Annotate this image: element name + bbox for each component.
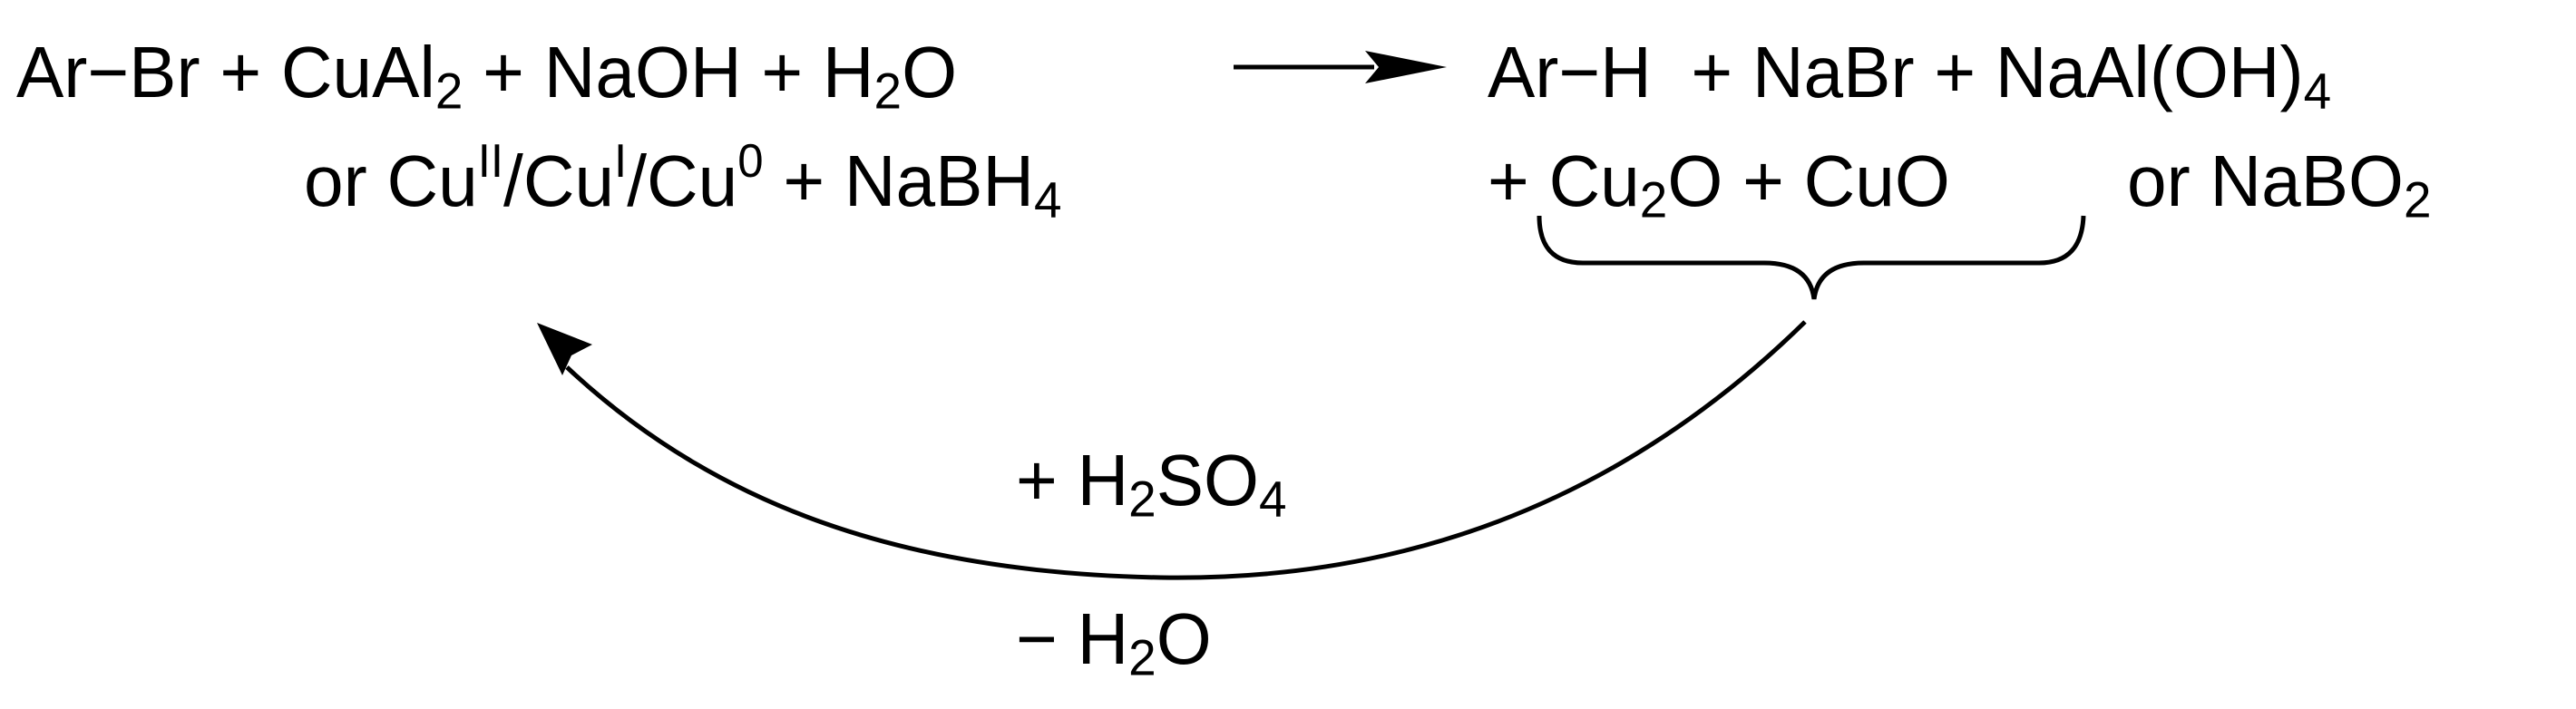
copper-aluminum-alloy: CuAl2 [280, 32, 463, 120]
aryl-bromide: Ar−Br [16, 32, 200, 112]
grouping-brace [1537, 215, 2086, 300]
water: H2O [822, 32, 958, 120]
plus-sign: + [463, 32, 544, 112]
plus-sign: + [200, 32, 281, 112]
recycle-arrow [537, 320, 1807, 580]
sodium-hydroxide: NaOH [543, 32, 742, 112]
forward-reaction-arrow [1234, 51, 1447, 83]
copper-oxides: + Cu2O + CuO [1488, 141, 1950, 228]
sodium-aluminate: NaAl(OH)4 [1995, 32, 2332, 120]
arene-product: Ar−H [1488, 32, 1652, 112]
acid-treatment-label: + H2SO4 [1016, 440, 1287, 528]
water-loss-label: − H2O [1016, 598, 1212, 686]
plus-sign: + [741, 32, 823, 112]
sodium-metaborate: or NaBO2 [2127, 141, 2432, 228]
products-line: Ar−H + NaBr + NaAl(OH)4 [1488, 32, 2332, 120]
products-line-2: + Cu2O + CuO [1488, 145, 1950, 225]
reactants-line: Ar−Br + CuAl2 + NaOH + H2O [16, 36, 957, 116]
reactant-alternative-line: or CuII/CuI/Cu0 + NaBH4 [304, 134, 1062, 228]
